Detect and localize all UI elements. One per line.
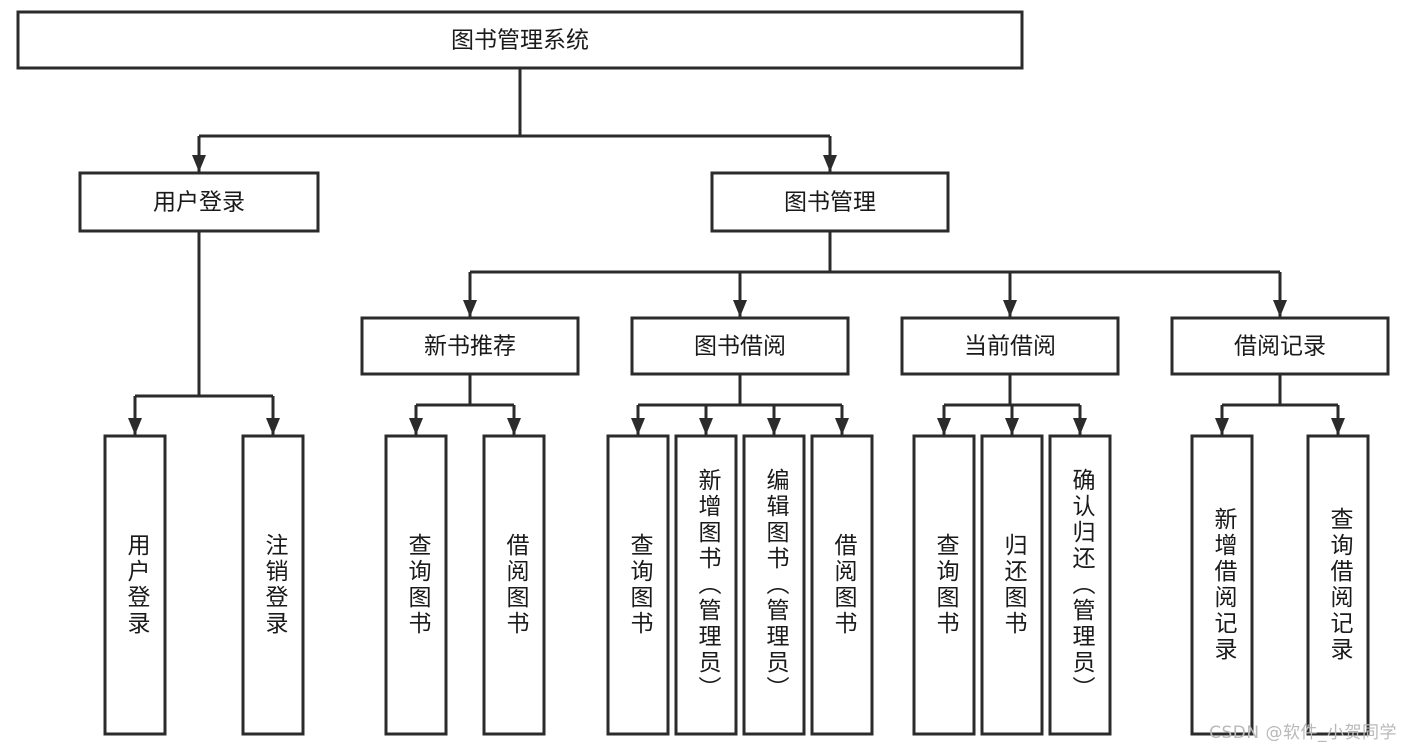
node-label: 当前借阅 [964,334,1056,360]
node-leaf-leaf-add-record[interactable]: 新增借阅记录 [1190,434,1254,736]
node-leaf-leaf-edit-book[interactable]: 编辑图书（管理员） [742,434,806,736]
arrow-head-icon [1273,300,1287,317]
arrow-head-icon [835,418,849,435]
arrow-head-icon [1331,418,1345,435]
arrow-head-icon [266,418,280,435]
node-leaf-leaf-return-book[interactable]: 归还图书 [980,434,1044,736]
leaf-label: 借阅图书 [502,533,530,637]
leaf-label: 注销登录 [261,533,289,637]
node-leaf-leaf-query-record[interactable]: 查询借阅记录 [1306,434,1370,736]
leaf-label: 查询图书 [932,533,960,637]
arrow-head-icon [733,300,747,317]
arrow-head-icon [507,418,521,435]
node-layer: 图书管理系统用户登录图书管理新书推荐图书借阅当前借阅借阅记录用户登录注销登录查询… [16,10,1390,736]
leaf-label: 查询图书 [404,533,432,637]
leaf-label: 确认归还（管理员） [1068,468,1096,702]
arrow-head-icon [767,418,781,435]
node-level3-current-borrow[interactable]: 当前借阅 [900,316,1120,376]
node-label: 图书借阅 [694,334,786,360]
node-root[interactable]: 图书管理系统 [16,10,1024,70]
leaf-label: 用户登录 [123,533,151,637]
leaf-label: 借阅图书 [830,533,858,637]
node-leaf-leaf-query-book-3[interactable]: 查询图书 [912,434,976,736]
node-leaf-leaf-add-book[interactable]: 新增图书（管理员） [674,434,738,736]
watermark-text: CSDN @软件_小贺同学 [1209,723,1397,743]
arrow-head-icon [937,418,951,435]
connector-layer [128,68,1345,435]
node-leaf-leaf-query-book-2[interactable]: 查询图书 [606,434,670,736]
arrow-head-icon [631,418,645,435]
node-leaf-leaf-borrow-book-2[interactable]: 借阅图书 [810,434,874,736]
arrow-head-icon [128,418,142,435]
node-label: 用户登录 [153,190,245,216]
leaf-label: 新增图书（管理员） [694,468,722,702]
arrow-head-icon [1005,418,1019,435]
node-level2-user-login[interactable]: 用户登录 [78,171,320,233]
node-leaf-leaf-borrow-book-1[interactable]: 借阅图书 [482,434,546,736]
arrow-head-icon [409,418,423,435]
arrow-head-icon [1003,300,1017,317]
node-level3-borrow-record[interactable]: 借阅记录 [1170,316,1390,376]
leaf-label: 查询图书 [626,533,654,637]
arrow-head-icon [1073,418,1087,435]
node-label: 借阅记录 [1234,334,1326,360]
node-label: 图书管理系统 [451,28,589,54]
arrow-head-icon [1215,418,1229,435]
node-label: 图书管理 [784,190,876,216]
node-level2-book-manage[interactable]: 图书管理 [710,171,950,233]
node-level3-book-borrow[interactable]: 图书借阅 [630,316,850,376]
node-leaf-leaf-logout[interactable]: 注销登录 [241,434,305,736]
node-leaf-leaf-user-login[interactable]: 用户登录 [103,434,167,736]
arrow-head-icon [823,155,837,172]
leaf-label: 查询借阅记录 [1326,507,1354,663]
arrow-head-icon [699,418,713,435]
leaf-label: 归还图书 [1000,533,1028,637]
node-label: 新书推荐 [424,334,516,360]
node-leaf-leaf-confirm-return[interactable]: 确认归还（管理员） [1048,434,1112,736]
leaf-label: 新增借阅记录 [1210,507,1238,663]
node-level3-new-book-rec[interactable]: 新书推荐 [360,316,580,376]
node-leaf-leaf-query-book-1[interactable]: 查询图书 [384,434,448,736]
leaf-label: 编辑图书（管理员） [762,468,790,702]
arrow-head-icon [463,300,477,317]
arrow-head-icon [192,155,206,172]
